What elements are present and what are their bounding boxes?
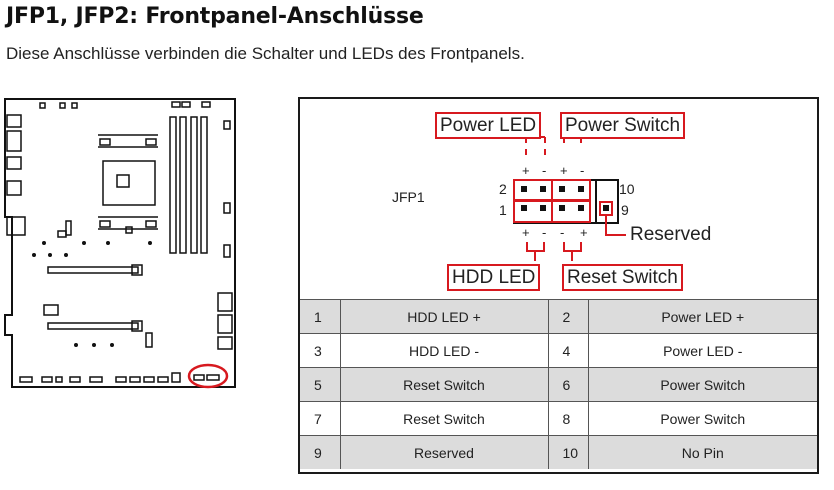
polarity-plus-2: + bbox=[560, 163, 568, 178]
polarity-plus-4: + bbox=[580, 225, 588, 240]
pinout-panel: + - + - + - - + 2 1 10 9 JFP1 Power LED … bbox=[298, 97, 819, 474]
table-row: 3 HDD LED - 4 Power LED - bbox=[300, 333, 817, 368]
pin-number: 10 bbox=[548, 435, 589, 469]
pin-number-9: 9 bbox=[621, 202, 629, 218]
label-hdd-led: HDD LED bbox=[447, 264, 541, 291]
pin-number: 6 bbox=[548, 367, 589, 402]
pin-number: 9 bbox=[300, 435, 341, 469]
polarity-plus-3: + bbox=[522, 225, 530, 240]
motherboard-diagram bbox=[4, 98, 236, 389]
pin-number-10: 10 bbox=[619, 181, 635, 197]
jfp1-highlight bbox=[187, 363, 229, 389]
polarity-minus-2: - bbox=[580, 163, 584, 178]
label-power-led: Power LED bbox=[435, 112, 542, 139]
pin-number: 4 bbox=[548, 333, 589, 368]
pin-number: 7 bbox=[300, 401, 341, 436]
pin-number-1: 1 bbox=[499, 202, 507, 218]
pin-table: 1 HDD LED + 2 Power LED + 3 HDD LED - 4 … bbox=[300, 299, 817, 469]
pin-signal: HDD LED + bbox=[340, 299, 549, 334]
table-row: 7 Reset Switch 8 Power Switch bbox=[300, 401, 817, 436]
polarity-minus-3: - bbox=[542, 225, 546, 240]
pin-squares bbox=[521, 186, 609, 211]
pin-number: 5 bbox=[300, 367, 341, 402]
pin-number: 2 bbox=[548, 299, 589, 334]
reset-switch-pins bbox=[551, 200, 591, 223]
polarity-plus-1: + bbox=[522, 163, 530, 178]
page-title: JFP1, JFP2: Frontpanel-Anschlüsse bbox=[6, 4, 424, 29]
pin-number: 1 bbox=[300, 299, 341, 334]
polarity-minus-1: - bbox=[542, 163, 546, 178]
pin-number: 8 bbox=[548, 401, 589, 436]
pin-number-2: 2 bbox=[499, 181, 507, 197]
pin-signal: Power LED + bbox=[588, 299, 817, 334]
page-subtitle: Diese Anschlüsse verbinden die Schalter … bbox=[6, 44, 525, 63]
table-row: 9 Reserved 10 No Pin bbox=[300, 435, 817, 469]
pin-signal: Power LED - bbox=[588, 333, 817, 368]
pin-signal: Reset Switch bbox=[340, 367, 549, 402]
board-outline bbox=[4, 98, 236, 388]
pin-signal: No Pin bbox=[588, 435, 817, 469]
pin-signal: Power Switch bbox=[588, 401, 817, 436]
label-reset-switch: Reset Switch bbox=[562, 264, 683, 291]
pin-signal: Reserved bbox=[340, 435, 549, 469]
label-reserved: Reserved bbox=[630, 224, 712, 245]
power-led-pins bbox=[513, 179, 553, 201]
power-switch-pins bbox=[551, 179, 591, 201]
pin-signal: HDD LED - bbox=[340, 333, 549, 368]
polarity-minus-4: - bbox=[560, 225, 564, 240]
connector-diagram: + - + - + - - + 2 1 10 9 bbox=[499, 126, 635, 261]
connector-name: JFP1 bbox=[392, 189, 425, 205]
label-power-switch: Power Switch bbox=[560, 112, 686, 139]
pin-signal: Power Switch bbox=[588, 367, 817, 402]
pin-signal: Reset Switch bbox=[340, 401, 549, 436]
table-row: 1 HDD LED + 2 Power LED + bbox=[300, 299, 817, 334]
table-row: 5 Reset Switch 6 Power Switch bbox=[300, 367, 817, 402]
pin-number: 3 bbox=[300, 333, 341, 368]
hdd-led-pins bbox=[513, 200, 553, 223]
